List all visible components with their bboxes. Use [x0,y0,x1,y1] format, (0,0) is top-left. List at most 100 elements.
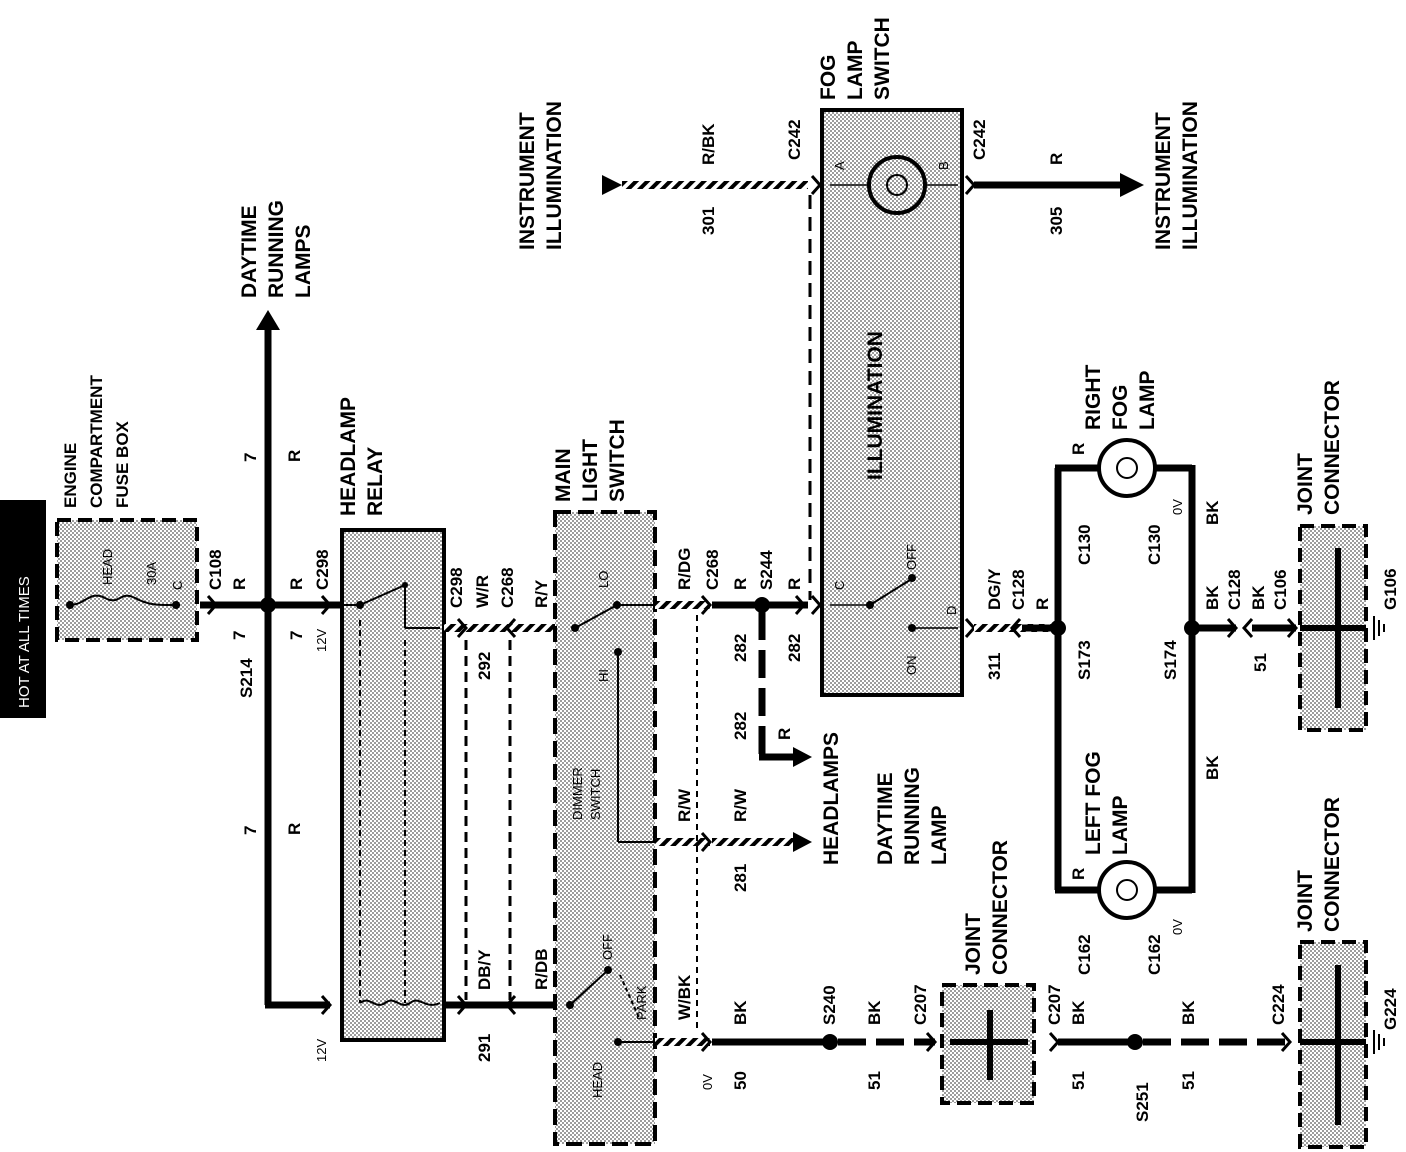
r-dg-color: R/DG [675,548,694,591]
right-fog-title-1: RIGHT [1082,365,1105,431]
fuse-box-title-3: FUSE BOX [113,420,132,508]
r-w-color-b: R/W [731,788,750,822]
fog-switch-title-1: FOG [817,55,840,101]
lo-r-color: R [731,578,750,590]
drl-lamp-title-3: LAMP [928,806,951,866]
wire-311: DG/Y C128 311 R S173 [964,568,1094,680]
relay-title-2: RELAY [364,447,387,516]
r-w-color: R/W [675,788,694,822]
coil-feed-color: R [285,823,304,835]
fuse-rating: 30A [144,562,159,585]
c106-gnd-color: BK [1249,585,1268,610]
joint-mid-title-2: CONNECTOR [989,840,1012,975]
svg-text:HOT AT ALL TIMES: HOT AT ALL TIMES [16,576,33,708]
c108-circuit: 7 [230,631,249,640]
g106-label: G106 [1381,568,1400,610]
fuse-pin: C [170,581,185,590]
fog-switch-title-3: SWITCH [871,17,894,100]
mls-title-2: LIGHT [579,439,602,502]
coil-feed: 7 R 12V [241,610,333,1062]
illum-in-title-1: INSTRUMENT [516,112,539,250]
gnd-bk-color-b: BK [865,1000,884,1025]
c106-gnd-label: C106 [1271,569,1290,610]
circuit-282-a: 282 [731,634,750,662]
c128-fog-label: C128 [1009,569,1028,610]
head-label: HEAD [590,1062,605,1098]
illum-in: INSTRUMENT ILLUMINATION R/BK 301 [516,101,823,250]
fog-feed-color: R [1033,598,1052,610]
drl-lamp-label: DAYTIME RUNNING LAMP [874,767,951,865]
c207-label: C207 [911,984,930,1025]
illum-out: C242 R 305 INSTRUMENT ILLUMINATION [964,101,1202,250]
hot-at-all-times-banner: HOT AT ALL TIMES [0,500,46,718]
c242-right-label: C242 [970,119,989,160]
wire-292: C298 W/R 292 C268 R/Y [444,567,555,1000]
coil-feed-voltage: 12V [314,1039,329,1062]
joint-connector-g224: JOINT CONNECTOR G224 [1294,797,1400,1149]
splice-s173: S173 [1075,640,1094,680]
drl-feed: 7 R DAYTIME RUNNING LAMPS [238,200,315,600]
fog-off-label: OFF [904,544,919,570]
splice-s214: S214 [237,658,256,698]
pin-b: B [936,161,951,170]
illum-out-color: R [1047,153,1066,165]
lo-r-color-3: R [775,728,794,740]
circuit-291: 291 [475,1034,494,1062]
fog-lamps: RIGHT FOG LAMP R C130 C130 0V BK LEFT FO… [1054,365,1222,975]
ground-left: W/BK 0V BK 50 S240 BK 51 C207 [655,974,938,1090]
c130-out-label: C130 [1145,524,1164,565]
joint-connector-g106: JOINT CONNECTOR G106 [1294,380,1400,732]
off-label: OFF [600,934,615,960]
c108-label: C108 [206,549,225,590]
circuit-51-c: 51 [1179,1071,1198,1090]
hi-label: HI [596,669,611,682]
circuit-305: 305 [1047,207,1066,235]
circuit-50: 50 [731,1071,750,1090]
pin-c: C [832,581,847,590]
w-bk-color: W/BK [675,974,694,1020]
gnd-r-color: BK [1179,1000,1198,1025]
ground-right: C207 BK 51 S251 BK 51 C224 [1045,984,1293,1122]
fog-on-label: ON [904,656,919,676]
wire-281: R/W R/W 281 [655,615,812,1030]
c128-gnd-color: BK [1203,585,1222,610]
circuit-311: 311 [985,653,1004,680]
joint-connector-mid: JOINT CONNECTOR [940,840,1036,1105]
right-fog-color-out: BK [1203,500,1222,525]
joint-g224-title-2: CONNECTOR [1321,797,1344,932]
drl-title-1: DAYTIME [238,205,261,298]
c298-voltage: 12V [314,629,329,652]
lo-r-color-2: R [785,578,804,590]
drl-feed-circuit: 7 [241,453,260,462]
c268-lo-label: C268 [703,549,722,590]
joint-mid-title-1: JOINT [962,913,985,975]
fog-ground: BK C128 BK C106 51 [1192,569,1299,672]
right-fog-title-2: FOG [1109,385,1132,431]
c162-in-label: C162 [1075,934,1094,975]
fog-ground-circuit: 51 [1251,653,1270,672]
circuit-282-c: 282 [731,712,750,740]
fog-lamp-switch: FOG LAMP SWITCH ILLUMINATION A B C D OFF… [817,17,964,697]
db-y-color: DB/Y [475,949,494,990]
engine-compartment-fuse-box: ENGINE COMPARTMENT FUSE BOX HEAD 30A C [55,375,199,642]
circuit-281: 281 [731,864,750,892]
left-fog-color-in: R [1069,868,1088,880]
right-fog-color-in: R [1069,443,1088,455]
right-fog-voltage: 0V [1170,499,1185,515]
c298-color: R [287,578,306,590]
drl-lamp-title-2: RUNNING [901,767,924,865]
headlamps-lo-label: HEADLAMPS [820,732,843,865]
fog-switch-feed: C242 [785,119,823,615]
joint-g106-title-1: JOINT [1294,453,1317,515]
pin-d: D [944,606,959,615]
splice-s244: S244 [757,550,776,590]
relay-title-1: HEADLAMP [337,397,360,516]
dimmer-label-1: DIMMER [570,767,585,820]
dg-y-color: DG/Y [985,568,1004,610]
c130-in-label: C130 [1075,524,1094,565]
drl-title-3: LAMPS [292,225,315,299]
right-fog-title-3: LAMP [1136,371,1159,431]
splice-s174: S174 [1161,640,1180,680]
r-bk-color: R/BK [699,123,718,165]
r-db-color: R/DB [532,948,551,990]
